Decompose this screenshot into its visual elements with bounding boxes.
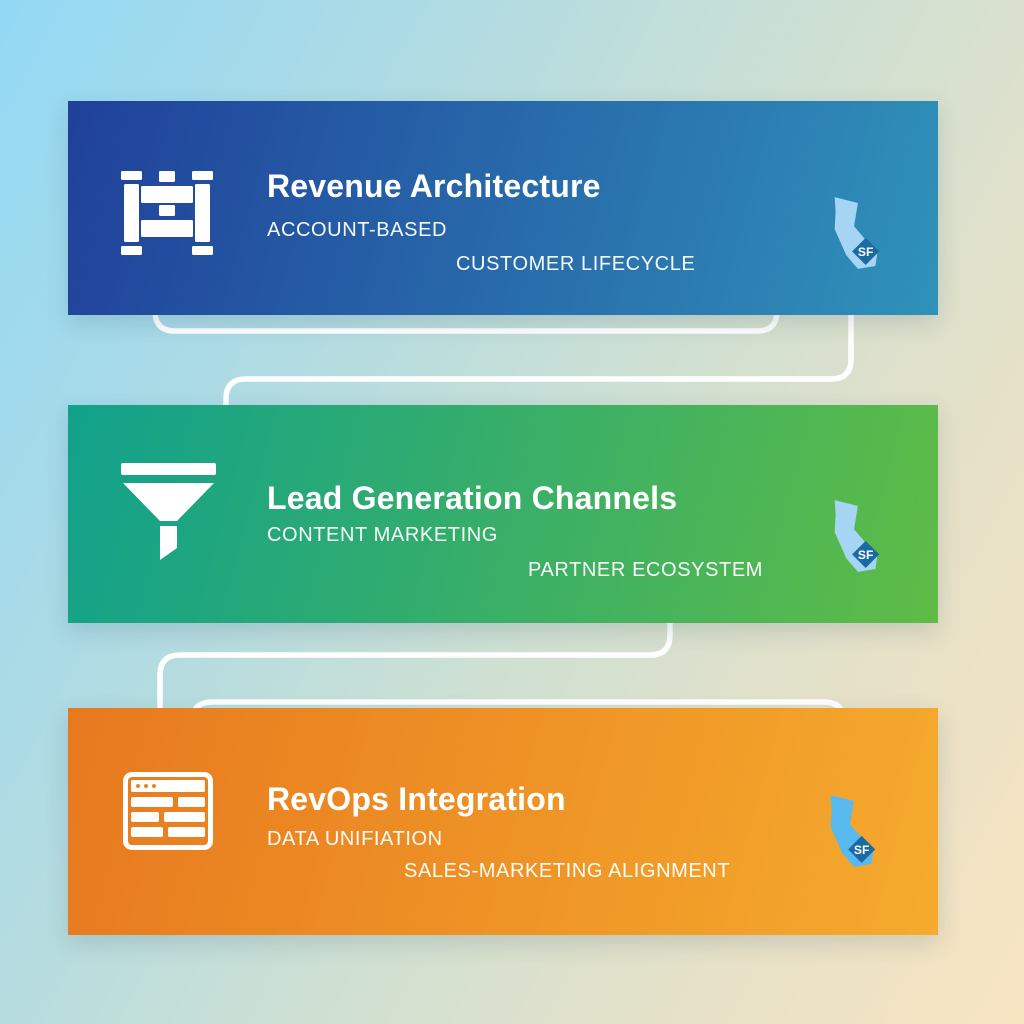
pipeline-pipe xyxy=(195,184,210,242)
browser-table-icon xyxy=(123,772,213,850)
pipeline-icon xyxy=(121,171,213,255)
card-lead-generation-channels: Lead Generation Channels CONTENT MARKETI… xyxy=(68,405,938,623)
table-cell xyxy=(177,797,205,807)
sf-badge-label: SF xyxy=(858,548,873,562)
connector-card1-to-card2 xyxy=(223,280,854,440)
pipeline-joint xyxy=(159,205,175,216)
pipeline-pipe xyxy=(124,184,139,242)
browser-dot xyxy=(152,784,156,788)
sf-badge-label: SF xyxy=(854,843,869,857)
card-title: RevOps Integration xyxy=(267,780,566,817)
connector-card2-to-card3 xyxy=(157,596,673,740)
card-revops-integration: RevOps Integration DATA UNIFIATION SALES… xyxy=(68,708,938,935)
browser-titlebar xyxy=(131,780,205,792)
california-sf-icon: SF xyxy=(824,499,886,573)
card-revenue-architecture: Revenue Architecture ACCOUNT-BASED CUSTO… xyxy=(68,101,938,315)
table-cell xyxy=(168,827,205,837)
table-cell xyxy=(163,812,205,822)
card-label-2: CUSTOMER LIFECYCLE xyxy=(456,253,696,275)
sf-badge-diamond xyxy=(848,835,876,863)
card-label-2: SALES-MARKETING ALIGNMENT xyxy=(404,860,731,882)
card-title: Lead Generation Channels xyxy=(267,479,678,516)
pipeline-flange xyxy=(192,171,213,180)
sf-badge-label: SF xyxy=(858,245,873,259)
card-title: Revenue Architecture xyxy=(267,167,601,204)
pipeline-joint xyxy=(159,171,175,182)
connector-u-under-card-1 xyxy=(152,280,780,334)
card-label-2: PARTNER ECOSYSTEM xyxy=(528,559,764,581)
california-sf-icon: SF xyxy=(824,196,886,270)
pipeline-flange xyxy=(121,171,142,180)
card-label-1: CONTENT MARKETING xyxy=(267,524,498,546)
card-label-1: DATA UNIFIATION xyxy=(267,828,443,850)
table-rows xyxy=(131,797,205,837)
pipeline-flange xyxy=(121,246,142,255)
browser-dot xyxy=(144,784,148,788)
pipeline-flange xyxy=(192,246,213,255)
card-label-1: ACCOUNT-BASED xyxy=(267,219,448,241)
pipeline-bar xyxy=(141,220,193,237)
table-cell xyxy=(131,797,173,807)
pipeline-bar xyxy=(141,186,193,203)
california-sf-icon: SF xyxy=(820,794,882,868)
sf-badge-diamond xyxy=(852,540,880,568)
sf-badge-diamond xyxy=(852,237,880,265)
table-cell xyxy=(131,827,164,837)
table-cell xyxy=(131,812,159,822)
funnel-icon xyxy=(121,463,216,560)
browser-dot xyxy=(136,784,140,788)
